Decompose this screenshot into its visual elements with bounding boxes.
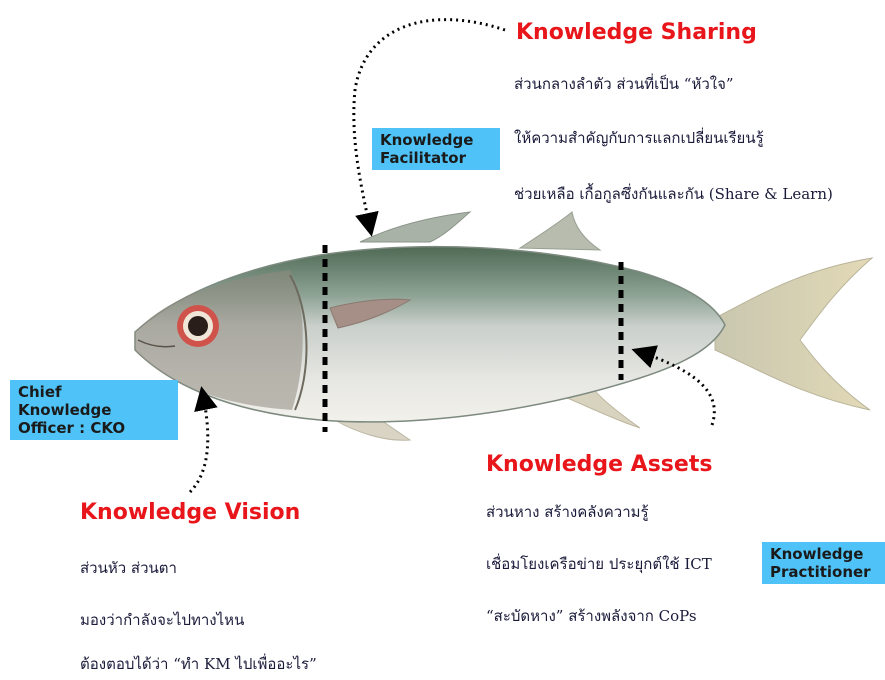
sharing-line-1: ส่วนกลางลำตัว ส่วนที่เป็น “หัวใจ” [514, 72, 734, 96]
assets-line-1: ส่วนหาง สร้างคลังความรู้ [486, 500, 649, 524]
facilitator-label-2: Facilitator [380, 149, 492, 167]
fish-tail [715, 258, 872, 410]
arrow-vision [190, 395, 208, 492]
cko-label-2: Knowledge [18, 401, 170, 419]
cko-label-1: Chief [18, 383, 170, 401]
assets-heading: Knowledge Assets [486, 452, 712, 477]
practitioner-label-2: Practitioner [770, 563, 878, 581]
sharing-heading: Knowledge Sharing [516, 20, 757, 45]
assets-line-3: “สะบัดหาง” สร้างพลังจาก CoPs [486, 604, 697, 628]
arrow-sharing [354, 20, 505, 228]
practitioner-box: Knowledge Practitioner [762, 542, 885, 584]
vision-heading: Knowledge Vision [80, 500, 300, 525]
fish-dorsal-fin [360, 212, 470, 242]
facilitator-box: Knowledge Facilitator [372, 128, 500, 170]
fish-eye-pupil [188, 316, 208, 336]
cko-label-3: Officer : CKO [18, 419, 170, 437]
cko-box: Chief Knowledge Officer : CKO [10, 380, 178, 440]
sharing-line-2: ให้ความสำคัญกับการแลกเปลี่ยนเรียนรู้ [514, 126, 764, 150]
sharing-line-3: ช่วยเหลือ เกื้อกูลซึ่งกันและกัน (Share &… [514, 182, 833, 206]
facilitator-label-1: Knowledge [380, 131, 492, 149]
vision-line-3: ต้องตอบได้ว่า “ทำ KM ไปเพื่ออะไร” [80, 652, 317, 676]
practitioner-label-1: Knowledge [770, 545, 878, 563]
fish-second-dorsal-fin [520, 212, 600, 250]
vision-line-1: ส่วนหัว ส่วนตา [80, 556, 177, 580]
assets-line-2: เชื่อมโยงเครือข่าย ประยุกต์ใช้ ICT [486, 552, 712, 576]
vision-line-2: มองว่ากำลังจะไปทางไหน [80, 608, 244, 632]
